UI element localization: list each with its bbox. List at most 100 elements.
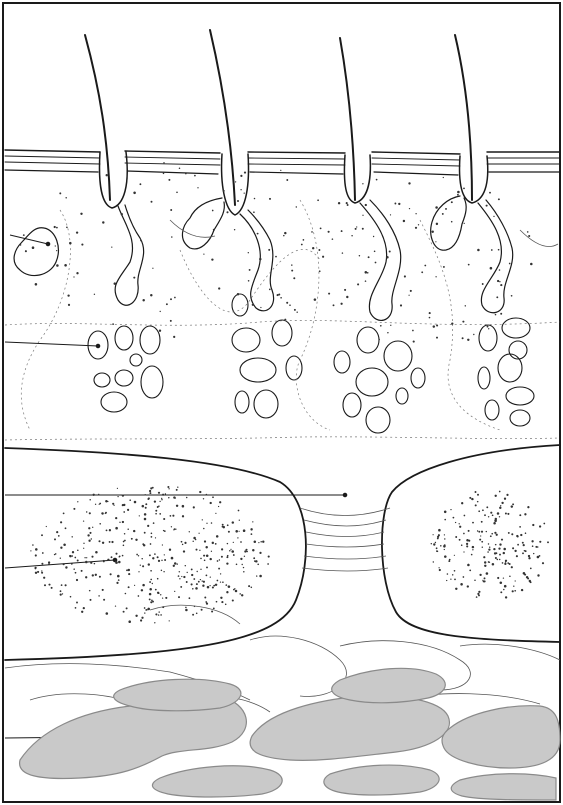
stipple-dot xyxy=(162,494,164,496)
stipple-dot xyxy=(150,579,152,581)
stipple-dot xyxy=(193,506,195,508)
stipple-dot xyxy=(496,559,498,561)
stipple-dot xyxy=(72,551,74,553)
stipple-dot xyxy=(173,496,175,498)
stipple-dot xyxy=(159,501,160,502)
stipple-dot xyxy=(63,563,65,565)
stipple-dot xyxy=(259,258,261,260)
stipple-dot xyxy=(123,541,125,543)
stipple-dot xyxy=(488,543,489,544)
stipple-dot xyxy=(168,488,169,489)
stipple-dot xyxy=(465,305,466,306)
stipple-dot xyxy=(520,534,522,536)
stipple-dot xyxy=(482,580,483,581)
stipple-dot xyxy=(436,547,438,549)
stipple-dot xyxy=(98,540,100,542)
stipple-dot xyxy=(445,208,447,210)
stipple-dot xyxy=(259,575,262,578)
stipple-dot xyxy=(220,573,221,574)
stipple-dot xyxy=(296,206,297,207)
stipple-dot xyxy=(429,317,431,319)
stipple-dot xyxy=(528,235,530,237)
stipple-dot xyxy=(48,561,50,563)
stipple-dot xyxy=(68,304,70,306)
stipple-dot xyxy=(67,294,69,296)
stipple-dot xyxy=(251,533,253,535)
stipple-dot xyxy=(216,535,219,538)
stipple-dot xyxy=(73,276,74,277)
stipple-dot xyxy=(496,296,498,298)
stipple-dot xyxy=(168,497,169,498)
stipple-dot xyxy=(367,272,369,274)
stipple-dot xyxy=(170,298,172,300)
stipple-dot xyxy=(173,336,175,338)
stipple-dot xyxy=(499,281,500,282)
stipple-dot xyxy=(192,614,194,616)
stipple-dot xyxy=(164,530,166,532)
stipple-dot xyxy=(59,192,61,194)
stipple-dot xyxy=(56,250,57,251)
stipple-dot xyxy=(454,570,456,572)
stipple-dot xyxy=(215,543,217,545)
stipple-dot xyxy=(477,494,479,496)
stipple-dot xyxy=(296,311,297,312)
stipple-dot xyxy=(135,615,137,617)
stipple-dot xyxy=(140,240,141,241)
stipple-dot xyxy=(218,506,219,507)
stipple-dot xyxy=(122,494,124,496)
stipple-dot xyxy=(200,558,202,560)
stipple-dot xyxy=(322,256,324,258)
stipple-dot xyxy=(102,589,104,591)
stipple-dot xyxy=(77,549,79,551)
stipple-dot xyxy=(513,586,514,587)
stipple-dot xyxy=(200,579,201,580)
stipple-dot xyxy=(80,213,82,215)
stipple-dot xyxy=(492,514,494,516)
stipple-dot xyxy=(83,607,85,609)
stipple-dot xyxy=(148,563,150,565)
stipple-dot xyxy=(141,617,143,619)
stipple-dot xyxy=(483,556,485,558)
stipple-dot xyxy=(41,563,43,565)
stipple-dot xyxy=(204,597,206,599)
stipple-dot xyxy=(160,594,161,595)
stipple-dot xyxy=(479,574,481,576)
stipple-dot xyxy=(494,532,496,534)
stipple-dot xyxy=(203,528,205,530)
stipple-dot xyxy=(178,575,180,577)
stipple-dot xyxy=(238,510,240,512)
stipple-dot xyxy=(504,498,506,500)
stipple-dot xyxy=(514,590,516,592)
stipple-dot xyxy=(176,489,178,491)
stipple-dot xyxy=(211,551,212,552)
stipple-dot xyxy=(394,203,396,205)
stipple-dot xyxy=(211,522,213,524)
stipple-dot xyxy=(444,555,447,558)
stipple-dot xyxy=(195,587,198,590)
stipple-dot xyxy=(341,230,343,232)
stipple-dot xyxy=(212,210,214,212)
stipple-dot xyxy=(435,241,436,242)
stipple-dot xyxy=(244,172,246,174)
stipple-dot xyxy=(161,570,162,571)
stipple-dot xyxy=(175,528,176,529)
stipple-dot xyxy=(92,574,94,576)
stipple-dot xyxy=(30,550,31,551)
stipple-dot xyxy=(169,549,171,551)
stipple-dot xyxy=(503,577,504,578)
stipple-dot xyxy=(410,290,412,292)
stipple-dot xyxy=(69,242,72,245)
stipple-dot xyxy=(512,503,514,505)
stipple-dot xyxy=(472,522,474,524)
stipple-dot xyxy=(504,563,506,565)
stipple-dot xyxy=(55,553,57,555)
stipple-dot xyxy=(174,591,175,592)
stipple-dot xyxy=(123,511,125,513)
stipple-dot xyxy=(355,228,357,230)
stipple-dot xyxy=(505,596,507,598)
stipple-dot xyxy=(155,537,156,538)
stipple-dot xyxy=(185,173,187,175)
stipple-dot xyxy=(436,324,438,326)
stipple-dot xyxy=(459,526,461,528)
